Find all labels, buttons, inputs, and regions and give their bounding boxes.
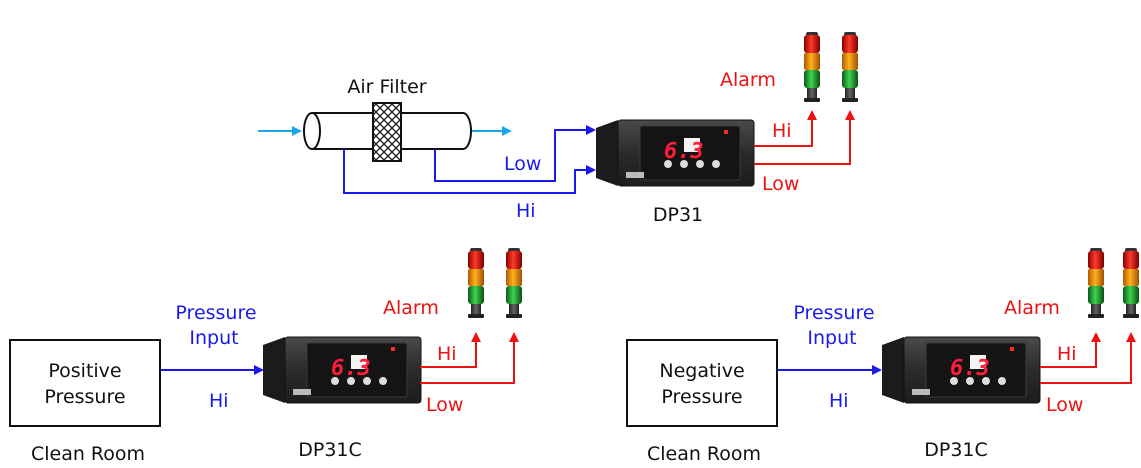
right-section: Negative Pressure Clean Room Pressure In… — [626, 248, 1139, 465]
alarm-hi-label: Hi — [437, 343, 457, 365]
signal-tower-2 — [842, 32, 858, 102]
port-low-label: Low — [504, 153, 541, 175]
left-section: Positive Pressure Clean Room Pressure In… — [9, 248, 522, 465]
alarm-hi-line — [1040, 332, 1101, 368]
dp31c-meter-right: 6.3 — [881, 336, 1041, 404]
signal-tower-2 — [1123, 248, 1139, 318]
filter-element — [372, 102, 402, 162]
port-hi-label: Hi — [209, 390, 229, 412]
device-label: DP31 — [653, 204, 703, 226]
alarm-hi-label: Hi — [1057, 343, 1077, 365]
signal-tower-1 — [804, 32, 820, 102]
alarm-hi-label: Hi — [772, 120, 792, 142]
alarm-hi-line — [420, 332, 481, 368]
room-line-1: Positive — [48, 360, 121, 382]
input-line-2: Input — [189, 327, 238, 349]
meter-reading: 6.3 — [950, 356, 990, 381]
alarm-label: Alarm — [383, 297, 439, 319]
alarm-hi-line — [754, 110, 817, 147]
signal-tower-2 — [506, 248, 522, 318]
alarm-low-line — [754, 110, 855, 165]
room-caption: Clean Room — [31, 443, 145, 465]
top-section: Air Filter Low Hi 6.3 DP31 Hi Low Alarm — [258, 32, 858, 226]
port-hi-label: Hi — [829, 390, 849, 412]
input-line-1: Pressure — [175, 302, 256, 324]
device-label: DP31C — [298, 439, 362, 461]
positive-pressure-room — [9, 339, 161, 427]
room-line-1: Negative — [659, 360, 744, 382]
air-filter-label: Air Filter — [347, 76, 426, 98]
room-caption: Clean Room — [647, 443, 761, 465]
alarm-label: Alarm — [1004, 297, 1060, 319]
alarm-low-label: Low — [762, 173, 799, 195]
alarm-low-line — [1040, 332, 1136, 384]
hi-pressure-line — [343, 149, 596, 194]
meter-reading: 6.3 — [664, 139, 704, 164]
room-line-2: Pressure — [44, 386, 125, 408]
alarm-label: Alarm — [720, 69, 776, 91]
port-hi-label: Hi — [516, 200, 536, 222]
alarm-low-label: Low — [426, 394, 463, 416]
signal-tower-1 — [468, 248, 484, 318]
low-pressure-line — [434, 125, 596, 182]
input-line-2: Input — [807, 327, 856, 349]
alarm-low-label: Low — [1046, 394, 1083, 416]
dp31c-meter-left: 6.3 — [262, 336, 422, 404]
air-filter-pipe — [303, 102, 472, 162]
device-label: DP31C — [924, 439, 988, 461]
input-line-1: Pressure — [793, 302, 874, 324]
alarm-low-line — [420, 332, 519, 384]
room-line-2: Pressure — [661, 386, 742, 408]
negative-pressure-room — [626, 339, 778, 427]
meter-reading: 6.3 — [331, 356, 371, 381]
dp31-meter: 6.3 — [595, 119, 755, 187]
signal-tower-1 — [1088, 248, 1104, 318]
